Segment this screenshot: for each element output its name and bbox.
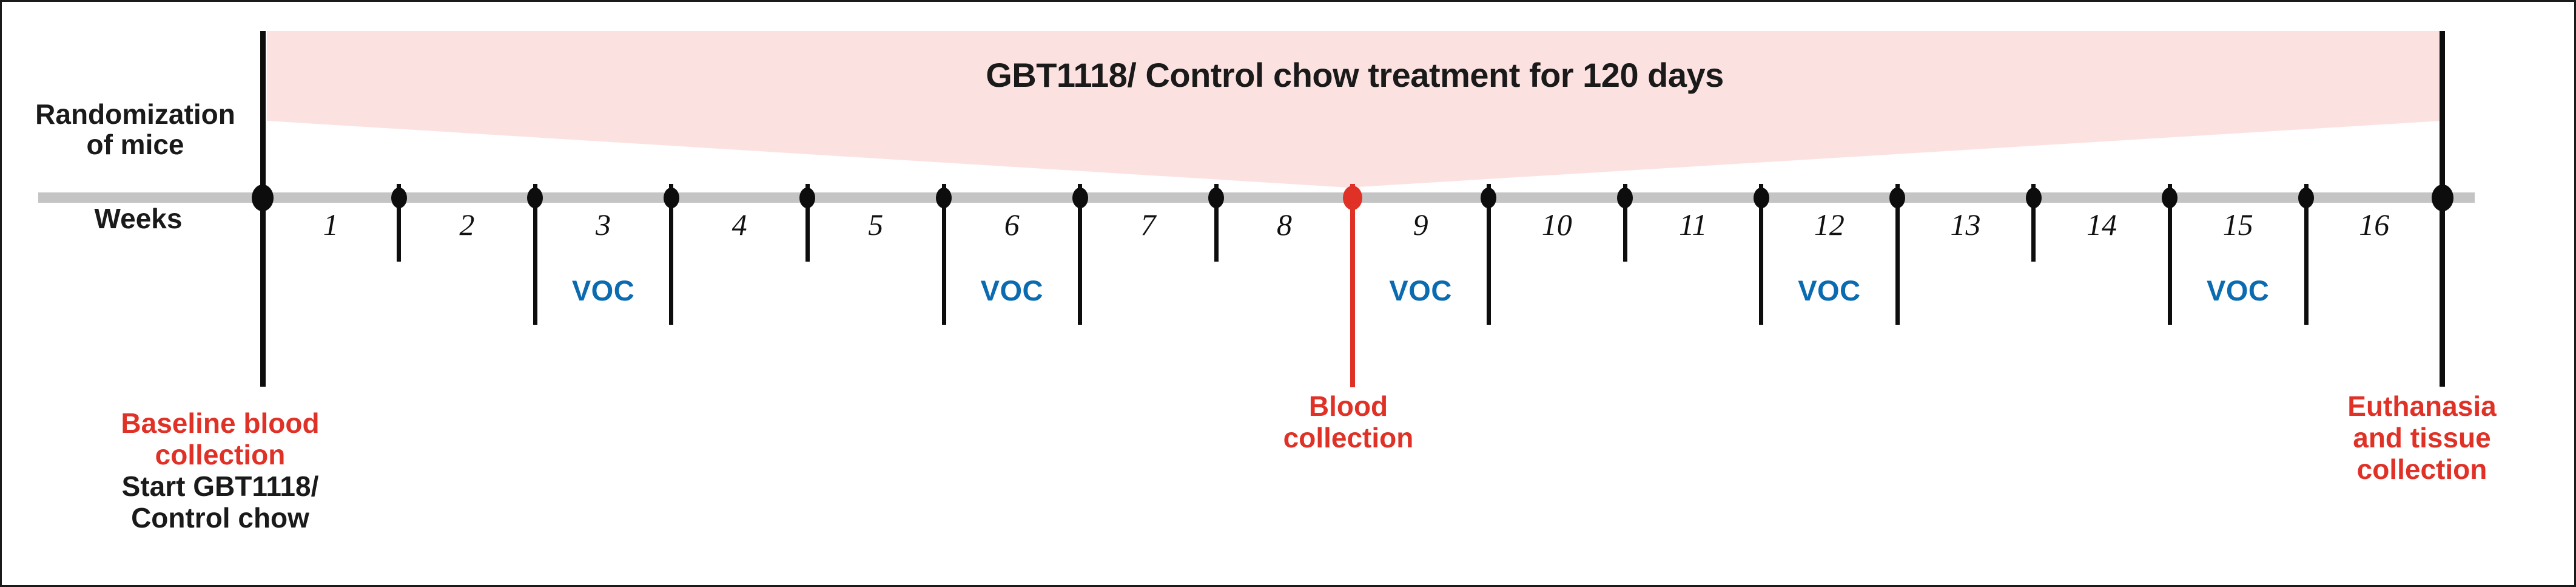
week-tick-7 [1214,184,1219,262]
randomization-label: Randomization of mice [14,99,257,160]
week-tick-4 [805,184,810,262]
week-tick-10 [1623,184,1627,262]
week-marker-11 [1753,188,1769,208]
week-tick-11 [1759,184,1764,325]
week-number-6: 6 [1004,208,1020,242]
annotation-blood-line-0: Blood [1308,390,1388,422]
week-number-11: 11 [1679,208,1707,242]
timeline-axis-bar [38,192,2475,203]
annotation-baseline: Baseline blood collection Start GBT1118/… [14,407,426,534]
event-marker-baseline [252,185,274,211]
week-number-8: 8 [1277,208,1292,242]
annotation-euthanasia-line-1: and tissue [2353,422,2491,453]
week-marker-10 [1617,188,1633,208]
event-marker-midpoint-blood [1342,186,1362,210]
randomization-line1: Randomization [35,98,235,130]
annotation-baseline-line-2: Start GBT1118/ [121,470,319,502]
week-tick-14 [2167,184,2172,325]
week-number-16: 16 [2359,208,2390,242]
week-number-3: 3 [596,208,611,242]
treatment-banner-title: GBT1118/ Control chow treatment for 120 … [986,56,1724,94]
week-marker-9 [1481,188,1497,208]
voc-label-week-15: VOC [2207,274,2270,307]
week-tick-13 [2031,184,2036,262]
voc-label-week-9: VOC [1389,274,1452,307]
voc-label-week-6: VOC [980,274,1043,307]
week-tick-2 [533,184,537,325]
axis-title-weeks: Weeks [94,203,183,234]
week-marker-12 [1889,188,1906,208]
week-tick-5 [941,184,946,325]
annotation-baseline-line-0: Baseline blood [121,407,320,439]
week-marker-14 [2162,188,2178,208]
week-number-15: 15 [2222,208,2253,242]
week-marker-13 [2025,188,2042,208]
annotation-blood-collection: Blood collection [1166,390,1530,453]
week-tick-15 [2304,184,2309,325]
week-tick-3 [669,184,674,325]
week-number-12: 12 [1814,208,1845,242]
week-tick-9 [1486,184,1491,325]
voc-label-week-3: VOC [571,274,635,307]
week-number-4: 4 [731,208,747,242]
week-marker-4 [799,188,816,208]
event-marker-euthanasia [2431,185,2453,211]
week-number-1: 1 [323,208,338,242]
week-marker-6 [1072,188,1088,208]
week-number-5: 5 [868,208,884,242]
week-marker-5 [936,188,952,208]
week-number-10: 10 [1541,208,1572,242]
week-number-2: 2 [459,208,475,242]
annotation-baseline-line-1: collection [155,439,286,470]
week-tick-8 [1350,184,1355,387]
annotation-euthanasia-line-0: Euthanasia [2347,390,2497,422]
week-number-13: 13 [1950,208,1981,242]
week-marker-15 [2298,188,2314,208]
randomization-line2: of mice [86,129,184,160]
week-number-9: 9 [1413,208,1428,242]
annotation-blood-line-1: collection [1283,422,1414,453]
week-marker-7 [1208,188,1225,208]
week-tick-1 [397,184,402,262]
week-number-7: 7 [1140,208,1156,242]
annotation-baseline-line-3: Control chow [131,502,309,534]
annotation-euthanasia-line-2: collection [2356,453,2487,485]
week-marker-1 [391,188,407,208]
week-number-14: 14 [2087,208,2117,242]
voc-label-week-12: VOC [1798,274,1861,307]
week-marker-3 [663,188,679,208]
week-tick-6 [1078,184,1083,325]
week-marker-2 [527,188,543,208]
annotation-euthanasia: Euthanasia and tissue collection [2279,390,2564,485]
week-tick-12 [1895,184,1900,325]
